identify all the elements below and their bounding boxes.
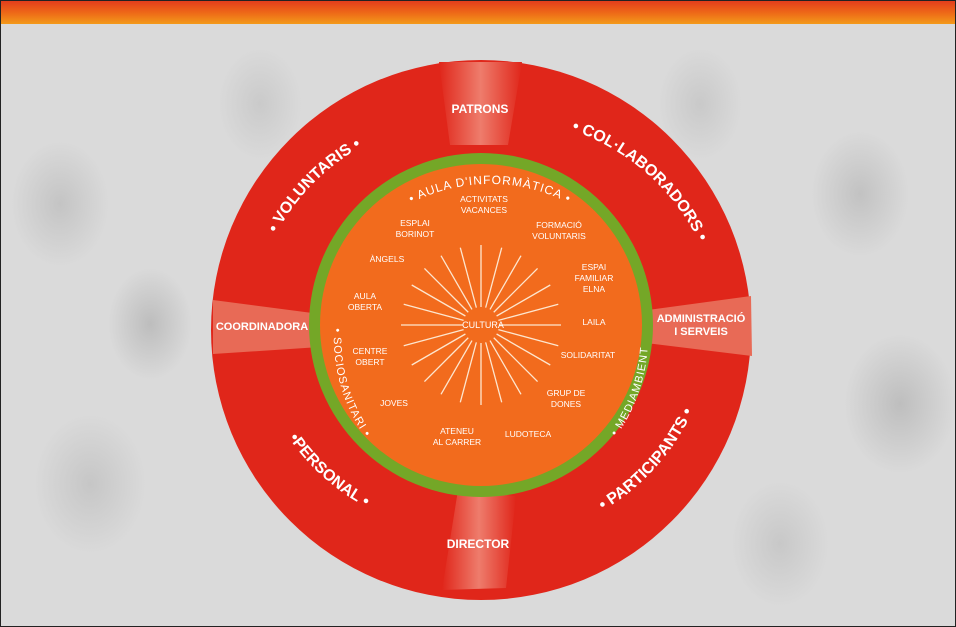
center-item-line: FAMILIAR <box>575 273 614 283</box>
coordinadora-label: COORDINADORA <box>216 321 308 333</box>
center-item-laila: LAILA <box>582 317 605 327</box>
center-item-ludoteca: LUDOTECA <box>505 429 552 439</box>
center-item-line: ELNA <box>583 284 606 294</box>
center-item-line: AL CARRER <box>433 437 481 447</box>
center-item-line: BORINOT <box>396 229 435 239</box>
center-ray <box>493 267 539 313</box>
patrons-tab <box>439 62 522 145</box>
center-item-aula-oberta: AULA OBERTA <box>348 291 382 312</box>
center-ray <box>403 303 464 321</box>
center-item-line: VOLUNTARIS <box>532 231 586 241</box>
center-item-activitats: ACTIVITATS VACANCES <box>460 194 508 215</box>
center-item-line: ACTIVITATS <box>460 194 508 204</box>
center-ray <box>403 329 464 347</box>
center-item-formacio: FORMACIÓ VOLUNTARIS <box>532 220 586 241</box>
center-item-line: ATENEU <box>440 426 474 436</box>
center-item-joves: JOVES <box>380 398 408 408</box>
center-item-solidaritat: SOLIDARITAT <box>561 350 615 360</box>
center-ray <box>440 255 473 310</box>
center-ray <box>423 267 469 313</box>
center-item-line: VACANCES <box>461 205 507 215</box>
center-ray <box>423 337 469 383</box>
center-item-ateneu: ATENEU AL CARRER <box>433 426 481 447</box>
center-item-line: FORMACIÓ <box>536 220 582 230</box>
center-disc <box>320 164 642 486</box>
center-ray <box>489 255 522 310</box>
patrons-label: PATRONS <box>452 102 509 116</box>
center-item-line: OBERTA <box>348 302 382 312</box>
center-ray <box>485 342 503 403</box>
center-ray <box>493 337 539 383</box>
director-tab <box>442 490 516 590</box>
center-ray <box>485 247 503 308</box>
center-item-line: ESPAI <box>582 262 606 272</box>
center-item-line: SOLIDARITAT <box>561 350 615 360</box>
center-ray <box>498 329 559 347</box>
center-item-line: OBERT <box>355 357 384 367</box>
center-ray <box>411 284 466 317</box>
center-item-line: ESPLAI <box>400 218 430 228</box>
center-ray <box>440 340 473 395</box>
center-ray <box>498 303 559 321</box>
center-item-line: GRUP DE <box>547 388 586 398</box>
center-ray <box>489 340 522 395</box>
center-item-line: DONES <box>551 399 582 409</box>
center-ray <box>411 333 466 366</box>
administracio-label-line2: I SERVEIS <box>674 326 728 338</box>
director-label: DIRECTOR <box>447 537 510 551</box>
center-item-grup-dones: GRUP DE DONES <box>547 388 586 409</box>
coordinadora-tab <box>213 300 320 354</box>
center-item-line: AULA <box>354 291 377 301</box>
top-banner <box>0 0 956 24</box>
center-ray <box>459 247 477 308</box>
administracio-tab <box>646 296 752 356</box>
center-item-espai-familiar: ESPAI FAMILIAR ELNA <box>575 262 614 294</box>
center-ray <box>496 333 551 366</box>
center-item-angels: ÀNGELS <box>370 254 405 264</box>
center-item-esplai-borinot: ESPLAI BORINOT <box>396 218 435 239</box>
center-item-line: LUDOTECA <box>505 429 552 439</box>
center-ray <box>496 284 551 317</box>
center-item-line: JOVES <box>380 398 408 408</box>
cultura-label: CULTURA <box>462 320 504 330</box>
center-item-line: LAILA <box>582 317 605 327</box>
center-item-line: ÀNGELS <box>370 254 405 264</box>
center-item-line: CENTRE <box>353 346 388 356</box>
administracio-label-line1: ADMINISTRACIÓ <box>657 312 746 325</box>
center-item-centre-obert: CENTRE OBERT <box>353 346 388 367</box>
center-ray <box>459 342 477 403</box>
center-rays <box>401 245 561 405</box>
